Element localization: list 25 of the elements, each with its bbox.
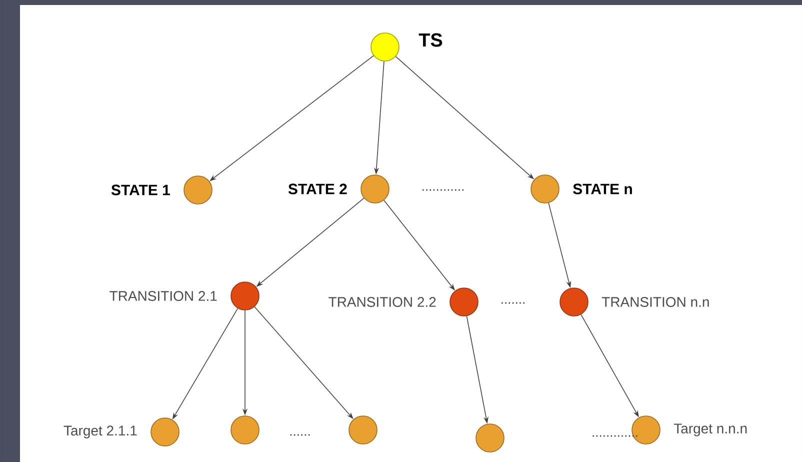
- ellipsis-label: ............: [422, 189, 464, 191]
- circle-node: [150, 418, 180, 446]
- circle-node: [230, 282, 260, 310]
- circle-node: [348, 416, 378, 444]
- circle-node: [370, 32, 400, 62]
- circle-node: [450, 288, 478, 316]
- circle-node: [230, 416, 260, 444]
- circle-node: [560, 288, 588, 316]
- node-label: TS: [418, 33, 442, 47]
- circle-node: [632, 416, 660, 444]
- node-label: Target 2.1.1: [64, 426, 137, 438]
- node-label: STATE 2: [288, 184, 347, 194]
- ellipsis-label: .......: [502, 302, 524, 304]
- ellipsis-label: .............: [592, 435, 638, 437]
- node-label: STATE 1: [111, 184, 170, 196]
- node-label: Target n.n.n: [674, 424, 747, 436]
- circle-node: [476, 424, 504, 452]
- node-label: STATE n: [573, 184, 632, 194]
- node-label: TRANSITION n.n: [602, 297, 709, 307]
- ellipsis-label: ......: [290, 434, 310, 436]
- node-label: TRANSITION 2.1: [110, 291, 217, 301]
- circle-node: [360, 174, 390, 204]
- node-label: TRANSITION 2.2: [328, 297, 436, 307]
- circle-node: [184, 176, 212, 204]
- circle-node: [530, 174, 560, 204]
